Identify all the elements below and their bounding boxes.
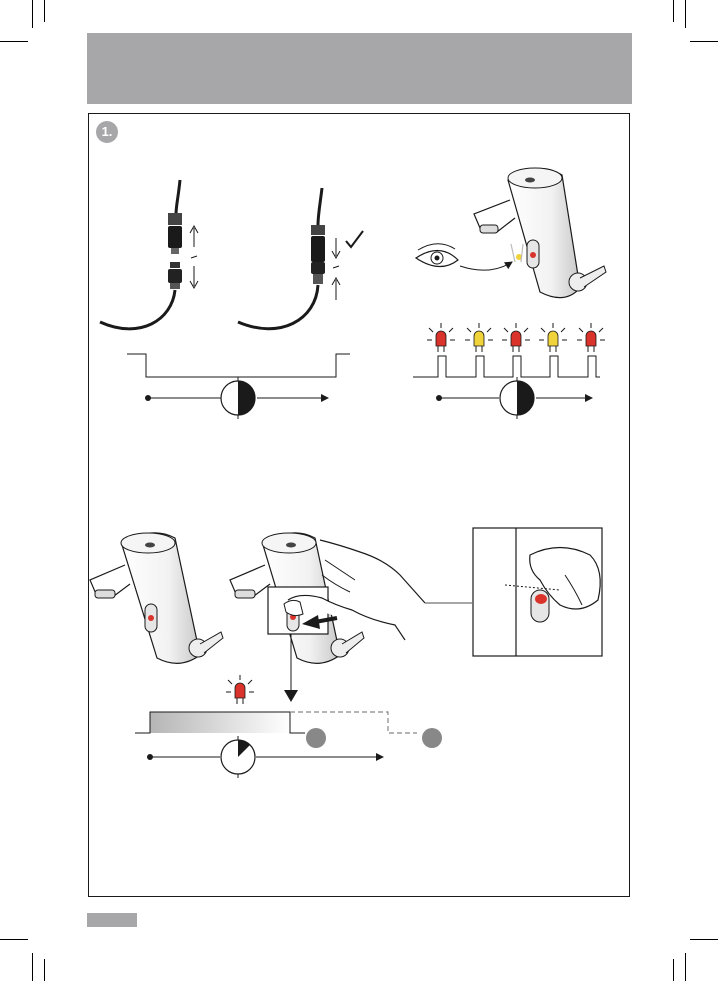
eye-icon bbox=[416, 244, 512, 270]
connector-unplugged-illustration bbox=[100, 180, 198, 329]
faucet-illustration bbox=[90, 533, 223, 663]
stopwatch-icon bbox=[217, 377, 255, 419]
stopwatch-icon bbox=[500, 377, 534, 419]
connector-plugged-illustration bbox=[238, 188, 340, 329]
zoom-inset bbox=[425, 528, 602, 656]
blinking-led-icon bbox=[539, 323, 567, 352]
blinking-led-icon bbox=[427, 323, 455, 352]
check-icon bbox=[346, 231, 363, 247]
blinking-led-icon bbox=[577, 323, 605, 352]
blinking-led-icon bbox=[226, 675, 254, 704]
stopwatch-icon bbox=[221, 736, 255, 778]
press-timing-graph bbox=[135, 712, 442, 760]
blinking-led-row bbox=[427, 323, 605, 352]
blinking-led-icon bbox=[502, 323, 530, 352]
blinking-led-icon bbox=[465, 323, 493, 352]
faucet-illustration bbox=[474, 168, 606, 298]
